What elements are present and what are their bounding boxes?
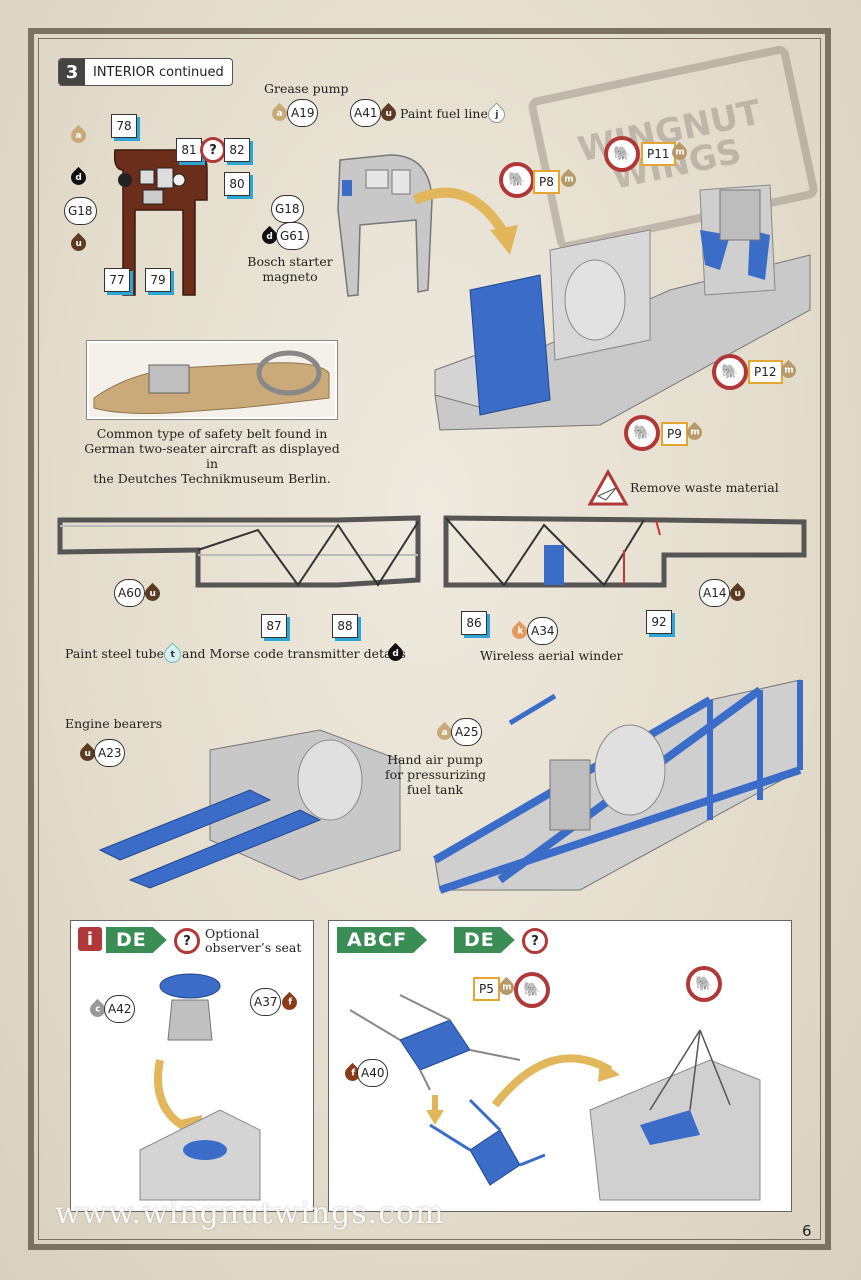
question-icon: ?	[200, 137, 226, 163]
photoetch-p8: P8	[533, 170, 560, 194]
part-92: 92	[646, 610, 672, 634]
instrument-panel-grey	[337, 154, 433, 297]
label-remove-waste: Remove waste material	[630, 480, 779, 495]
page-frame-inner	[38, 38, 821, 1240]
no-paint-icon: 🐘	[499, 162, 535, 198]
part-77: 77	[104, 268, 130, 292]
no-paint-icon: 🐘	[604, 136, 640, 172]
engine-bearers-assembly	[98, 729, 401, 889]
photoetch-p11: P11	[641, 142, 676, 166]
label-optional-observer-seat: Optional observer’s seat	[205, 926, 302, 955]
part-g61: G61	[276, 222, 309, 250]
part-a34: A34	[527, 617, 559, 645]
question-icon: ?	[174, 928, 200, 954]
no-paint-icon: 🐘	[624, 415, 660, 451]
label-paint-steel-tubes: Paint steel tubes	[65, 646, 171, 661]
page-frame	[28, 28, 831, 1250]
safety-belt-image	[89, 343, 335, 417]
part-80: 80	[224, 172, 250, 196]
part-82: 82	[224, 138, 250, 162]
version-banner-de: DE	[454, 927, 515, 953]
part-a41: A41	[350, 99, 382, 127]
step-number: 3	[59, 59, 85, 85]
no-paint-icon: 🐘	[686, 966, 722, 1002]
label-wireless-aerial-winder: Wireless aerial winder	[480, 648, 623, 663]
no-paint-icon: 🐘	[712, 354, 748, 390]
photoetch-p9: P9	[661, 422, 688, 446]
label-engine-bearers: Engine bearers	[65, 716, 163, 731]
label-morse-transmitter: and Morse code transmitter details	[182, 646, 406, 661]
version-banner-de: DE	[106, 927, 167, 953]
version-banner-abcf: ABCF	[337, 927, 427, 953]
arrow-icon	[412, 187, 518, 255]
page-number: 6	[802, 1222, 812, 1240]
framework-assembly	[432, 679, 803, 894]
seat-belt-harness	[349, 994, 546, 1186]
part-g18: G18	[64, 197, 97, 225]
part-87: 87	[261, 614, 287, 638]
cockpit-assembly	[434, 184, 811, 431]
hand-air-pump-part	[508, 693, 557, 726]
part-88: 88	[332, 614, 358, 638]
part-a23: A23	[94, 739, 126, 767]
instrument-panel-brown	[113, 149, 208, 296]
part-a25: A25	[451, 718, 483, 746]
step-title: INTERIOR continued	[93, 64, 224, 80]
fuselage-frame-left	[57, 515, 421, 588]
part-86: 86	[461, 611, 487, 635]
part-a42: A42	[104, 995, 136, 1023]
part-81: 81	[176, 138, 202, 162]
part-a19: A19	[287, 99, 319, 127]
part-g18b: G18	[271, 195, 304, 223]
safety-belt-photo	[86, 340, 338, 420]
part-a14: A14	[699, 579, 731, 607]
part-a40: A40	[357, 1059, 389, 1087]
label-hand-air-pump: Hand air pump for pressurizing fuel tank	[385, 752, 486, 797]
fuselage-frame-right	[443, 515, 807, 588]
label-paint-fuel-lines: Paint fuel lines	[400, 106, 495, 121]
question-icon: ?	[522, 928, 548, 954]
label-grease-pump: Grease pump	[264, 81, 349, 96]
info-icon: i	[78, 927, 102, 951]
cockpit-seat-install	[491, 1029, 761, 1201]
observer-seat-part	[139, 973, 261, 1201]
no-paint-icon: 🐘	[514, 972, 550, 1008]
part-79: 79	[145, 268, 171, 292]
part-a60: A60	[114, 579, 146, 607]
step-header: 3 INTERIOR continued	[58, 58, 233, 86]
photoetch-p12: P12	[748, 360, 783, 384]
waste-material-icon	[587, 468, 629, 506]
safety-belt-caption: Common type of safety belt found in Germ…	[84, 426, 340, 486]
part-78: 78	[111, 114, 137, 138]
website-watermark: www.wingnutwings.com	[55, 1196, 445, 1231]
